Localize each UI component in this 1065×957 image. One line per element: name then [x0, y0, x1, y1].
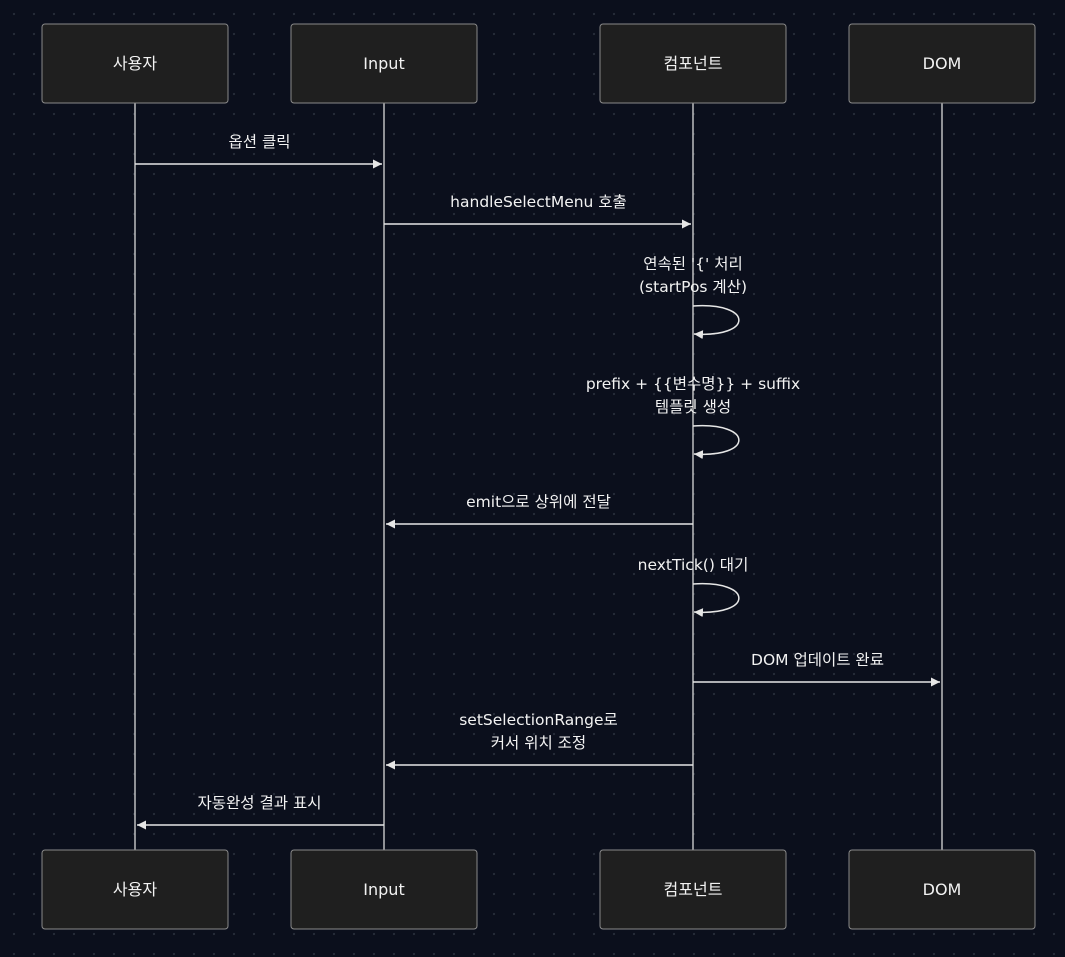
participant-bottom-1: Input: [290, 849, 478, 930]
participant-label: 사용자: [113, 54, 157, 73]
message-label: handleSelectMenu 호출: [450, 193, 627, 211]
participant-box: [290, 849, 478, 930]
participant-box: [848, 23, 1036, 104]
participant-label: DOM: [923, 880, 962, 899]
message-label: 커서 위치 조정: [491, 734, 586, 752]
participant-top-0: 사용자: [41, 23, 229, 104]
self-message-loop: [692, 583, 740, 618]
participant-bottom-0: 사용자: [41, 849, 229, 930]
participant-box: [599, 23, 787, 104]
participant-label: 컴포넌트: [664, 880, 723, 899]
self-message-loop: [692, 305, 740, 340]
message-0: 옵션 클릭: [135, 133, 382, 169]
message-label: (startPos 계산): [639, 278, 747, 296]
participant-label: 사용자: [113, 880, 157, 899]
participant-label: 컴포넌트: [664, 54, 723, 73]
participant-box: [599, 849, 787, 930]
message-8: 자동완성 결과 표시: [137, 794, 384, 830]
message-1: handleSelectMenu 호출: [384, 193, 691, 229]
message-label: 자동완성 결과 표시: [198, 794, 322, 812]
participant-top-2: 컴포넌트: [599, 23, 787, 104]
participant-label: DOM: [923, 54, 962, 73]
message-label: setSelectionRange로: [459, 711, 618, 729]
message-label: prefix + {{변수명}} + suffix: [586, 375, 800, 393]
message-label: 템플릿 생성: [655, 398, 731, 416]
message-2: 연속된 '{' 처리 (startPos 계산): [639, 255, 747, 340]
message-label: emit으로 상위에 전달: [466, 493, 611, 511]
message-label: 옵션 클릭: [229, 133, 291, 151]
message-label: nextTick() 대기: [638, 556, 749, 574]
participant-box: [290, 23, 478, 104]
message-3: prefix + {{변수명}} + suffix 템플릿 생성: [586, 375, 800, 460]
participant-top-3: DOM: [848, 23, 1036, 104]
message-6: DOM 업데이트 완료: [693, 651, 940, 687]
lifelines: [134, 103, 943, 850]
message-5: nextTick() 대기: [638, 556, 749, 618]
participant-label: Input: [363, 880, 404, 899]
message-label: 연속된 '{' 처리: [643, 255, 743, 273]
message-4: emit으로 상위에 전달: [386, 493, 693, 529]
self-message-loop: [692, 425, 740, 460]
participant-bottom-3: DOM: [848, 849, 1036, 930]
participant-bottom-2: 컴포넌트: [599, 849, 787, 930]
participant-label: Input: [363, 54, 404, 73]
participant-box: [41, 23, 229, 104]
participant-box: [41, 849, 229, 930]
participant-box: [848, 849, 1036, 930]
participant-top-1: Input: [290, 23, 478, 104]
message-label: DOM 업데이트 완료: [751, 651, 884, 669]
